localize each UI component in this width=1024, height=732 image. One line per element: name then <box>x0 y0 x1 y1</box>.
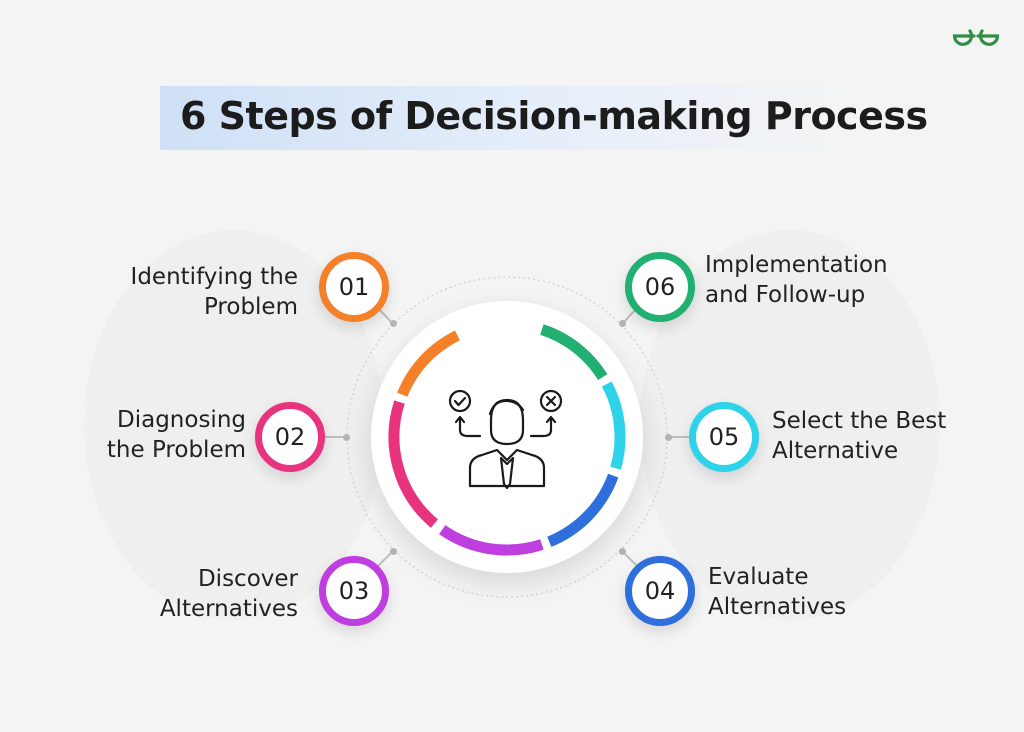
step-badge-03: 03 <box>319 556 389 626</box>
step-label-01: Identifying the Problem <box>130 264 298 320</box>
connector-dot-05 <box>665 434 672 441</box>
ring-segment-01 <box>397 330 461 397</box>
step-number: 01 <box>338 273 370 301</box>
step-badge-02: 02 <box>255 402 325 472</box>
connector-dot-01 <box>390 320 397 327</box>
ring-segment-03 <box>439 525 544 556</box>
step-label-05: Select the Best Alternative <box>772 408 947 464</box>
geeksforgeeks-logo <box>952 29 1000 46</box>
businessman-decision-icon <box>448 389 563 490</box>
step-label-06: Implementation and Follow-up <box>705 252 888 308</box>
step-number: 03 <box>338 577 370 605</box>
step-badge-05: 05 <box>689 402 759 472</box>
step-number: 05 <box>708 423 740 451</box>
ring-segment-05 <box>601 381 626 470</box>
step-badge-04: 04 <box>625 556 695 626</box>
title-banner: 6 Steps of Decision-making Process <box>160 86 928 150</box>
connector-dot-03 <box>390 548 397 555</box>
ring-segment-04 <box>547 473 619 547</box>
step-label-03: Discover Alternatives <box>159 566 298 622</box>
center-hub <box>371 301 643 573</box>
step-label-04: Evaluate Alternatives <box>708 564 847 620</box>
step-badge-06: 06 <box>625 252 695 322</box>
page-title: 6 Steps of Decision-making Process <box>180 94 928 138</box>
connector-dot-02 <box>343 434 350 441</box>
step-number: 04 <box>644 577 676 605</box>
ring-segment-06 <box>540 324 608 381</box>
connector-dot-06 <box>619 320 626 327</box>
connector-dot-04 <box>619 548 626 555</box>
step-label-02: Diagnosing the Problem <box>106 407 246 463</box>
step-number: 02 <box>274 423 306 451</box>
step-number: 06 <box>644 273 676 301</box>
step-badge-01: 01 <box>319 252 389 322</box>
ring-segment-02 <box>388 400 438 528</box>
